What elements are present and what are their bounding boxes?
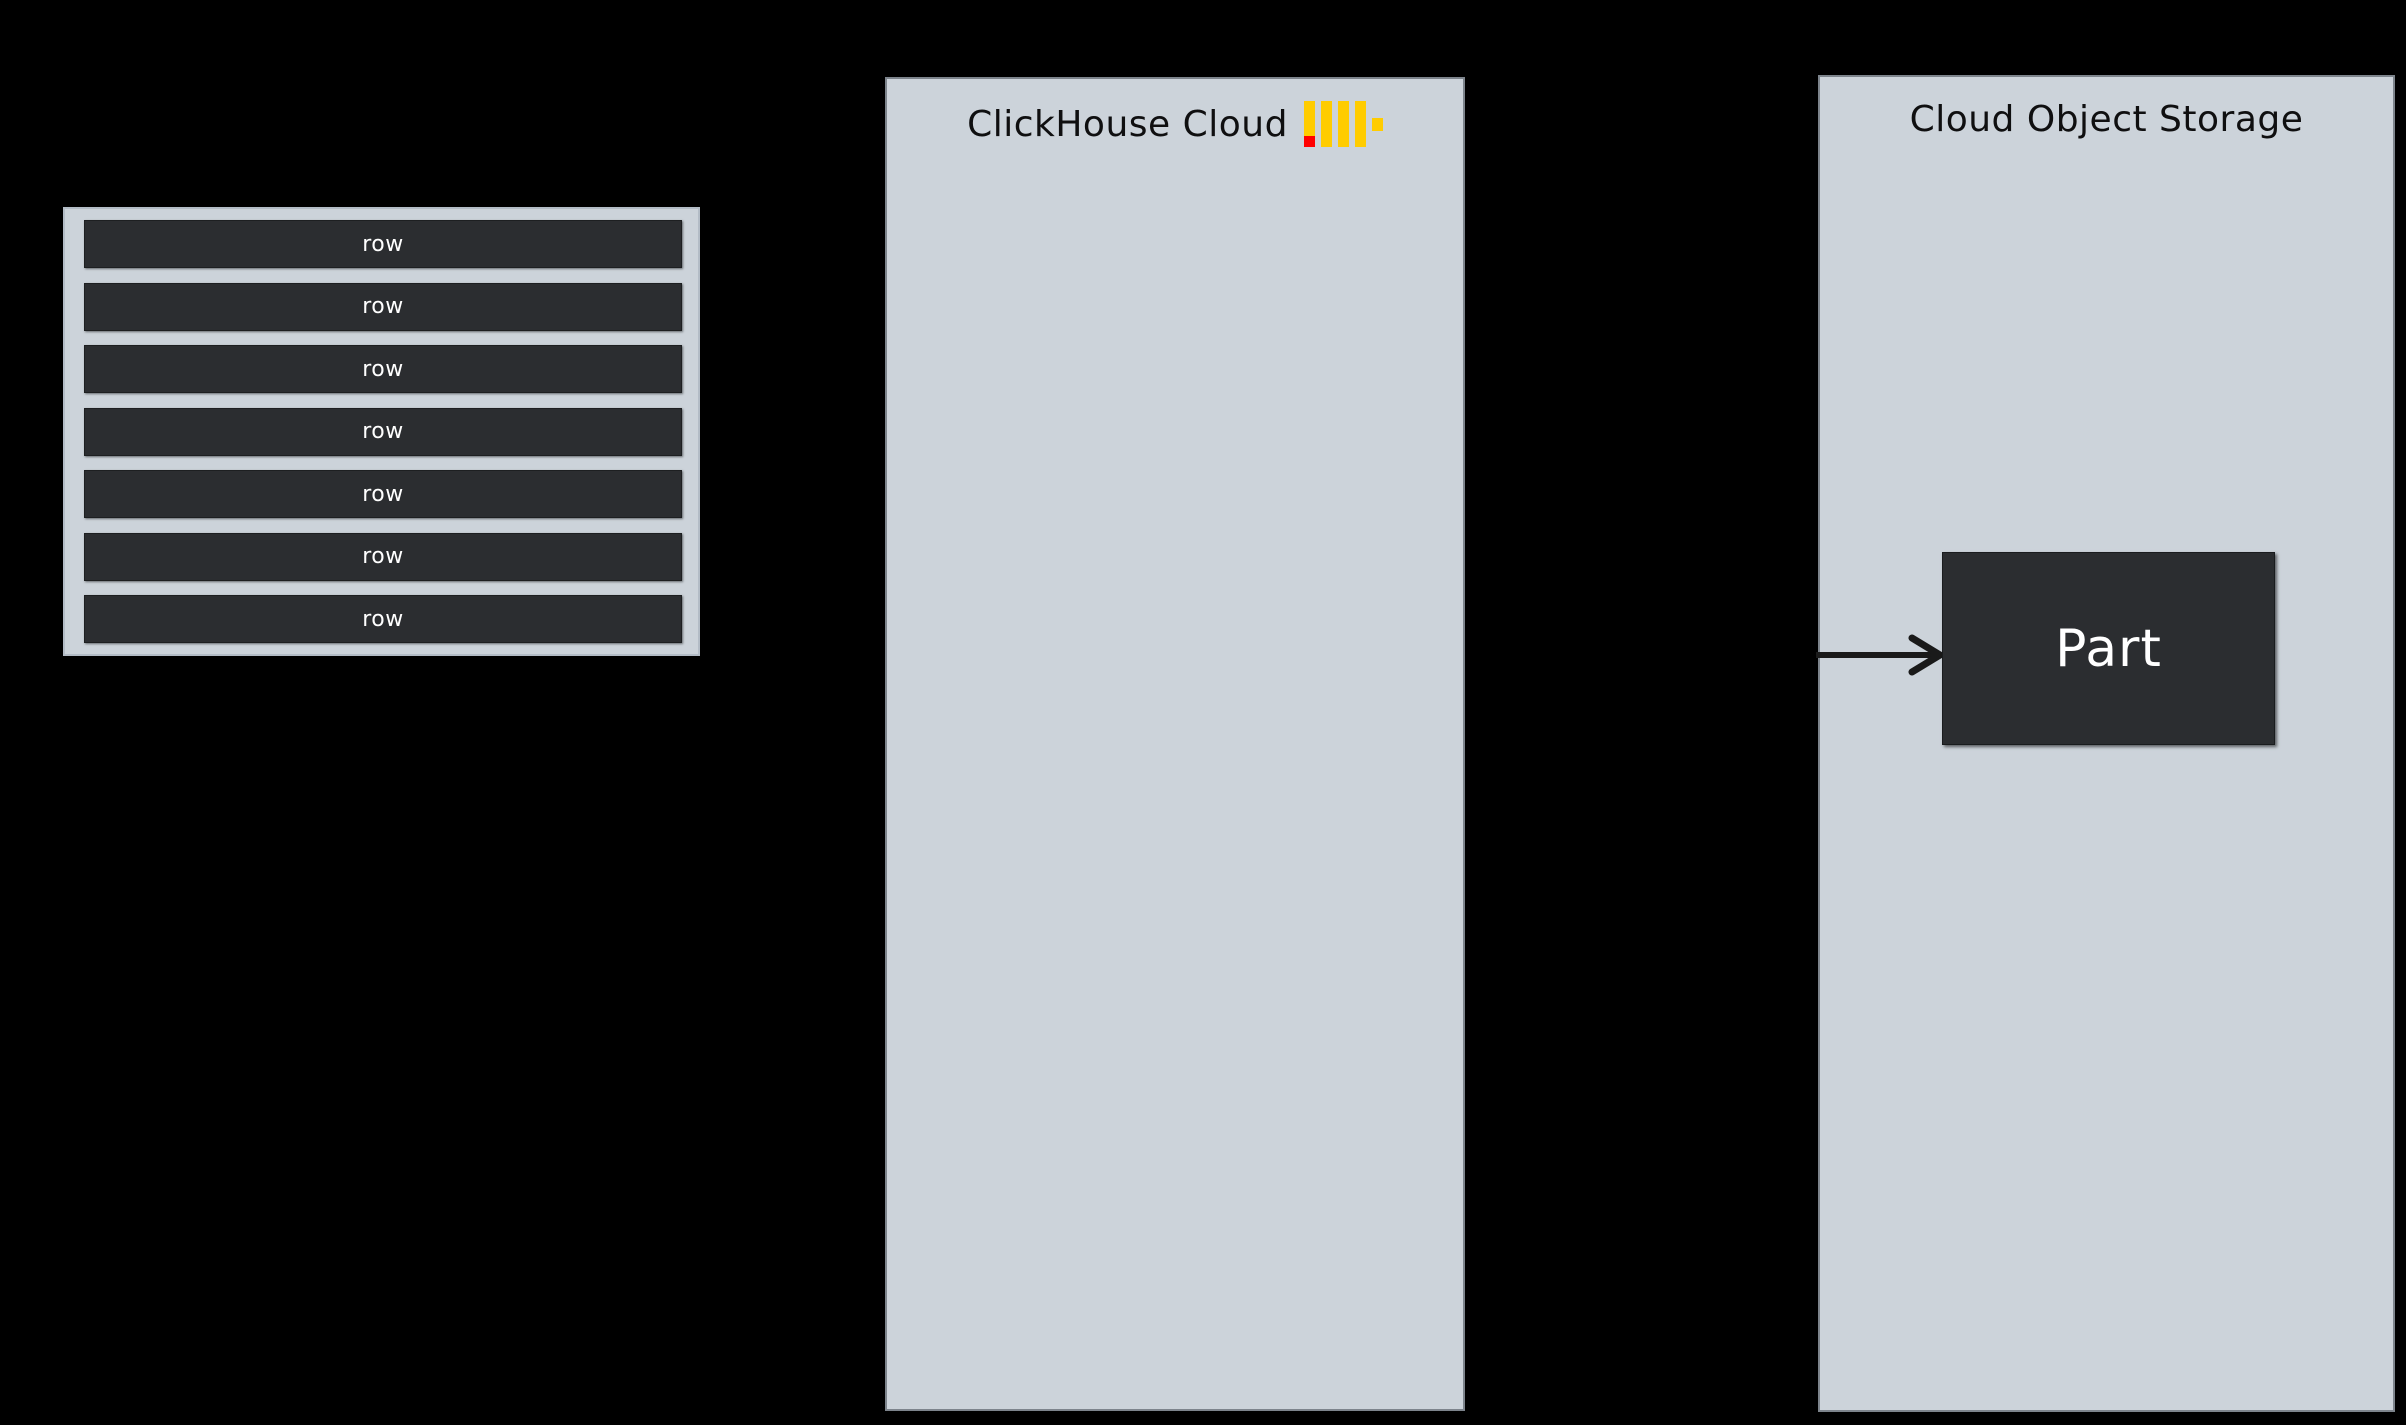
part-block: Part (1942, 552, 2275, 745)
row-label: row (362, 606, 404, 632)
logo-bar-3 (1337, 101, 1349, 147)
logo-bar-fill (1337, 101, 1349, 147)
row-label: row (362, 356, 404, 382)
table-row: row (84, 345, 682, 393)
rows-table: row row row row row row row (63, 207, 700, 656)
logo-bar-fill (1320, 101, 1332, 147)
table-row: row (84, 595, 682, 643)
row-label: row (362, 231, 404, 257)
row-label: row (362, 544, 404, 569)
row-label: row (362, 481, 404, 507)
logo-dot-square (1371, 118, 1383, 131)
logo-bar-4 (1354, 101, 1366, 147)
arrow-to-part-icon (1816, 634, 1947, 676)
table-row: row (84, 470, 682, 518)
logo-bar-1 (1303, 101, 1315, 147)
clickhouse-logo-icon (1303, 101, 1383, 147)
panel-title-label: ClickHouse Cloud (967, 103, 1288, 145)
table-row: row (84, 532, 682, 581)
row-label: row (362, 294, 404, 319)
panel-title-label: Cloud Object Storage (1909, 99, 2304, 140)
row-label: row (362, 419, 404, 444)
table-row: row (84, 282, 682, 331)
clickhouse-cloud-panel: ClickHouse Cloud (885, 77, 1465, 1411)
logo-accent-square (1303, 136, 1315, 147)
clickhouse-cloud-title: ClickHouse Cloud (887, 101, 1463, 147)
table-row: row (84, 407, 682, 456)
part-label: Part (2055, 618, 2162, 679)
logo-bar-fill (1303, 101, 1315, 147)
logo-bar-2 (1320, 101, 1332, 147)
logo-bar-fill (1354, 101, 1366, 147)
cloud-object-storage-title: Cloud Object Storage (1820, 99, 2393, 140)
table-row: row (84, 220, 682, 268)
